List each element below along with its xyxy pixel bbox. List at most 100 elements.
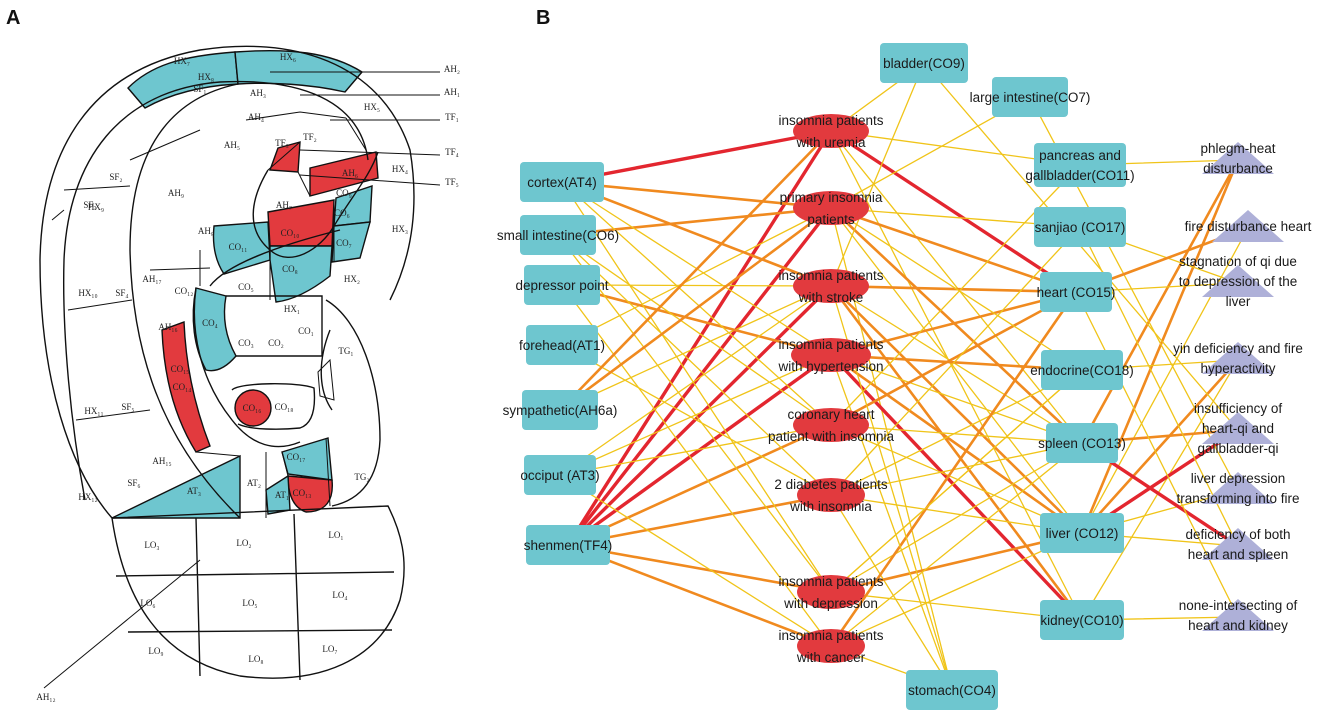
acupoint-node-stomach-co4[interactable]: stomach(CO4) bbox=[906, 670, 998, 710]
ear-co14-ring bbox=[231, 383, 316, 430]
ear-region-co: CO₈ bbox=[282, 264, 298, 274]
acupoint-node-sanjiao-co17[interactable]: sanjiao (CO17) bbox=[1034, 207, 1126, 247]
node-label-line: fire disturbance heart bbox=[1185, 219, 1312, 234]
ear-region-co: CO₁₅ bbox=[171, 364, 190, 374]
edge-d6-a6 bbox=[566, 543, 833, 594]
edge-a4-d1 bbox=[558, 206, 833, 412]
node-label-line: deficiency of both bbox=[1185, 527, 1290, 542]
node-label-line: heart and kidney bbox=[1188, 618, 1288, 633]
edge-d3-a13 bbox=[830, 354, 1083, 444]
acupoint-node-depressor-point[interactable]: depressor point bbox=[515, 265, 609, 305]
ear-region-ah: AH₄ bbox=[248, 112, 264, 122]
ear-region-tf: TF₁ bbox=[445, 112, 459, 122]
ear-region-co: CO₃ bbox=[238, 338, 254, 348]
ear-region-tg: TG₁ bbox=[338, 346, 353, 356]
ear-region-sf: SF₂ bbox=[109, 172, 122, 182]
ear-region-co: CO₁ bbox=[298, 326, 314, 336]
disease-ellipse bbox=[797, 629, 865, 663]
ear-region-hx: HX₆ bbox=[280, 52, 296, 62]
syndrome-node-fire-disturbance-heart[interactable]: fire disturbance heart bbox=[1185, 210, 1312, 242]
ear-region-co: CO₁₀ bbox=[281, 228, 300, 238]
ear-region-tg: TG₂ bbox=[354, 472, 369, 482]
edge-d2-a0 bbox=[560, 180, 833, 288]
ear-region-hx: HX₅ bbox=[364, 102, 380, 112]
acupoint-box bbox=[1040, 513, 1124, 553]
acupoint-node-cortex-at4[interactable]: cortex(AT4) bbox=[520, 162, 604, 202]
ear-region-tf: TF₅ bbox=[445, 177, 459, 187]
ear-fill-co4 bbox=[192, 287, 237, 372]
node-label-line: spleen (CO13) bbox=[1038, 436, 1126, 451]
acupoint-box bbox=[524, 265, 600, 305]
ear-region-tf: TF₂ bbox=[303, 132, 317, 142]
acupoint-node-heart-co15[interactable]: heart (CO15) bbox=[1037, 272, 1116, 312]
node-label-line: insomnia patients bbox=[778, 337, 883, 352]
ear-antihelix bbox=[129, 83, 241, 519]
ear-region-hx: HX₁₀ bbox=[78, 288, 97, 298]
node-label-line: sympathetic(AH6a) bbox=[503, 403, 618, 418]
edge-d1-a11 bbox=[829, 206, 1078, 294]
acupoint-node-forehead-at1[interactable]: forehead(AT1) bbox=[519, 325, 605, 365]
acupoint-node-sympathetic-ah6a[interactable]: sympathetic(AH6a) bbox=[503, 390, 618, 430]
disease-ellipse bbox=[793, 191, 869, 225]
node-label-line: endocrine(CO18) bbox=[1030, 363, 1134, 378]
acupoint-box bbox=[1046, 423, 1118, 463]
node-label-line: with hypertension bbox=[777, 359, 883, 374]
edge-a12-d1 bbox=[830, 207, 1083, 371]
acupoint-node-spleen-co13[interactable]: spleen (CO13) bbox=[1038, 423, 1126, 463]
edge-a5-d3 bbox=[559, 354, 832, 476]
disease-node-insomnia-patients-with-hypertension[interactable]: insomnia patients with hypertension bbox=[777, 337, 883, 374]
edge-a14-s3 bbox=[1080, 358, 1240, 535]
node-label-line: with uremia bbox=[795, 135, 866, 150]
edge-a14-s0 bbox=[1080, 158, 1240, 535]
ear-region-ah: AH₁₂ bbox=[36, 692, 55, 702]
acupoint-box bbox=[906, 670, 998, 710]
acupoint-node-bladder-co9[interactable]: bladder(CO9) bbox=[880, 43, 968, 83]
syndrome-triangle bbox=[1202, 142, 1274, 174]
acupoint-node-liver-co12[interactable]: liver (CO12) bbox=[1040, 513, 1124, 553]
ear-fill-ah6 bbox=[309, 151, 379, 197]
network-nodes: cortex(AT4) small intestine(CO6) depressor… bbox=[497, 43, 1312, 710]
disease-ellipse bbox=[793, 269, 869, 303]
disease-ellipse bbox=[797, 575, 865, 609]
ear-fill-hx6 bbox=[234, 49, 364, 93]
acupoint-node-large-intestine-co7[interactable]: large intestine(CO7) bbox=[970, 77, 1091, 117]
node-label-line: liver depression bbox=[1191, 471, 1286, 486]
acupoint-node-kidney-co10[interactable]: kidney(CO10) bbox=[1040, 600, 1124, 640]
ear-cymba bbox=[209, 229, 341, 287]
acupoint-node-endocrine-co18[interactable]: endocrine(CO18) bbox=[1030, 350, 1134, 390]
node-label-line: 2 diabetes patients bbox=[774, 477, 888, 492]
ear-region-co: CO₁₁ bbox=[229, 242, 248, 252]
ear-region-co: CO₁₂ bbox=[175, 286, 194, 296]
acupoint-node-occiput-at3[interactable]: occiput (AT3) bbox=[520, 455, 600, 495]
ear-region-sf: SF₁ bbox=[193, 84, 206, 94]
disease-ellipse bbox=[791, 338, 871, 372]
edge-d7-a5 bbox=[559, 474, 832, 647]
edge-d4-a14 bbox=[830, 424, 1083, 534]
acupoint-node-small-intestine-co6[interactable]: small intestine(CO6) bbox=[497, 215, 619, 255]
acupoint-node-shenmen-tf4[interactable]: shenmen(TF4) bbox=[524, 525, 613, 565]
node-label-line: insomnia patients bbox=[778, 628, 883, 643]
ear-region-lo: LO₃ bbox=[144, 540, 159, 550]
edge-d4-a6 bbox=[566, 423, 833, 547]
edge-a5-d2 bbox=[559, 285, 832, 476]
edge-d3-a6 bbox=[566, 353, 833, 547]
edge-a3-d5 bbox=[561, 344, 832, 496]
edge-d5-a13 bbox=[830, 442, 1083, 496]
node-label-line: cortex(AT4) bbox=[527, 175, 597, 190]
